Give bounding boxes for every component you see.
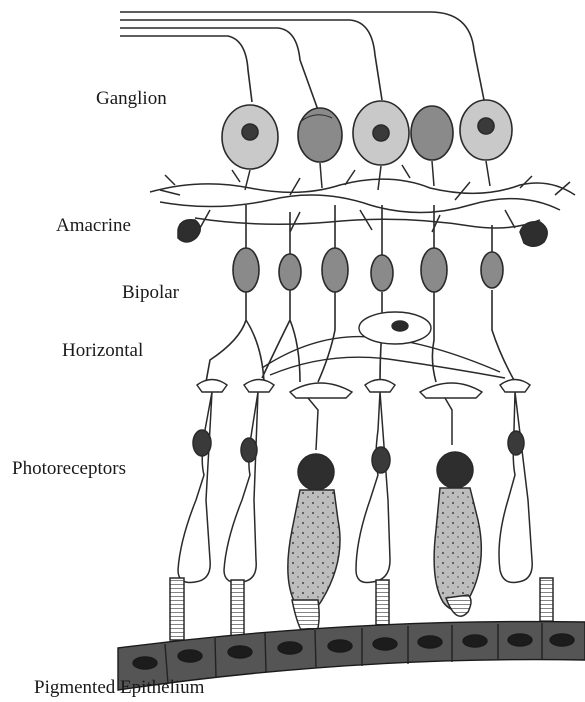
label-horizontal: Horizontal — [62, 340, 143, 362]
horizontal-cell — [262, 312, 505, 378]
label-pigmented-epithelium: Pigmented Epithelium — [34, 677, 204, 699]
synaptic-terminals — [197, 380, 530, 399]
rod-cell — [224, 392, 258, 640]
epithelium-cell-nucleus — [463, 635, 487, 647]
rod-cells — [170, 392, 553, 644]
bipolar-cell — [322, 248, 348, 292]
label-amacrine: Amacrine — [56, 215, 131, 237]
ganglion-axons — [120, 12, 484, 110]
epithelium-cell-nucleus — [133, 657, 157, 669]
cone-cell — [434, 398, 481, 616]
rod-cell — [499, 392, 553, 644]
label-bipolar: Bipolar — [122, 282, 179, 304]
cone-cell — [288, 398, 340, 640]
bipolar-cell — [279, 254, 301, 290]
bipolar-cell — [481, 252, 503, 288]
bipolar-cell — [371, 255, 393, 291]
epithelium-cell-nucleus — [178, 650, 202, 662]
epithelium-cell-nucleus — [228, 646, 252, 658]
epithelium-cell-nucleus — [278, 642, 302, 654]
epithelium-cell-nucleus — [373, 638, 397, 650]
ganglion-cell — [298, 108, 342, 162]
label-ganglion: Ganglion — [96, 88, 167, 110]
amacrine-network — [150, 161, 575, 232]
ganglion-cells — [222, 100, 512, 169]
ganglion-cell — [411, 106, 453, 160]
label-photoreceptors: Photoreceptors — [12, 458, 126, 480]
rod-cell — [170, 392, 212, 640]
rod-cell — [356, 392, 390, 644]
epithelium-cell-nucleus — [418, 636, 442, 648]
epithelium-cell-nucleus — [550, 634, 574, 646]
epithelium-cell-nucleus — [328, 640, 352, 652]
bipolar-cell — [421, 248, 447, 292]
epithelium-cell-nucleus — [508, 634, 532, 646]
bipolar-cell — [233, 248, 259, 292]
bipolar-cells — [206, 205, 515, 382]
